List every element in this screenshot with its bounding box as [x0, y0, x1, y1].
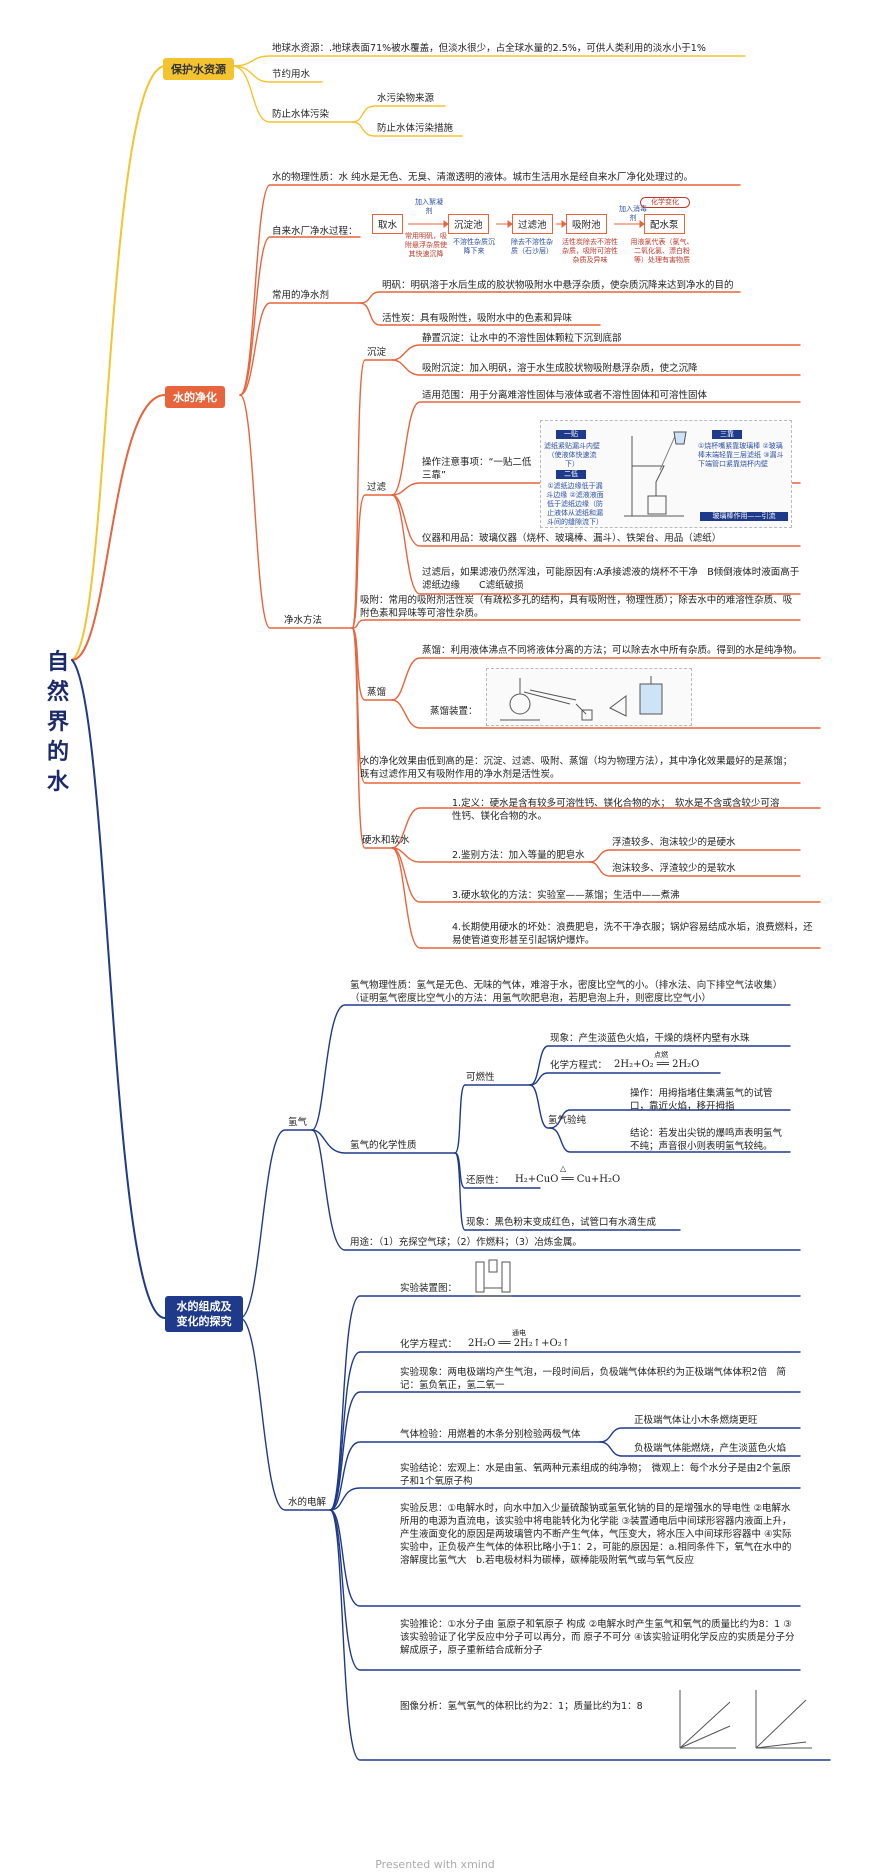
plant-step-pump[interactable]: 配水泵	[644, 214, 685, 234]
hard-soft-identify[interactable]: 2.鉴别方法：加入等量的肥皂水	[452, 850, 585, 861]
purity-test-result[interactable]: 结论：若发出尖锐的爆鸣声表明氢气不纯；声音很小则表明氢气较纯。	[630, 1128, 783, 1152]
combustibility-label[interactable]: 可燃性	[466, 1072, 495, 1083]
graph-analysis[interactable]: 图像分析：氢气氧气的体积比约为2：1；质量比约为1：8	[400, 1701, 643, 1712]
filter-er-di-text: ①滤纸边缘低于漏斗边缘 ②滤液液面低于滤纸边缘（防止液体从滤纸和漏斗间的缝隙流下…	[546, 482, 604, 526]
gas-test-negative[interactable]: 负极端气体能燃烧，产生淡蓝色火焰	[634, 1443, 787, 1454]
hard-water-result[interactable]: 浮渣较多、泡沫较少的是硬水	[612, 837, 736, 848]
plant-note-filter: 除去不溶性杂质（石沙层）	[511, 238, 553, 255]
combustion-equation[interactable]: 2H₂+O₂ ══ 2H₂O	[614, 1059, 700, 1070]
pollution-sources[interactable]: 水污染物来源	[377, 93, 435, 104]
water-physical-properties[interactable]: 水的物理性质：水 纯水是无色、无臭、清澈透明的液体。城市生活用水是经自来水厂净化…	[272, 172, 694, 183]
plant-step-intake[interactable]: 取水	[372, 214, 404, 234]
filter-san-kao-text: ①烧杯嘴紧靠玻璃棒 ②玻璃棒末端轻靠三层滤纸 ③漏斗下端管口紧靠烧杯内壁	[698, 442, 784, 468]
hydrogen-physical[interactable]: 氢气物理性质：氢气是无色、无味的气体，难溶于水，密度比空气的小。（排水法、向下排…	[350, 980, 783, 1004]
electrolysis-phenomenon[interactable]: 实验现象：两电极端均产生气泡，一段时间后，负极端气体体积约为正极端气体体积2倍 …	[400, 1367, 787, 1391]
filter-apparatus-icon	[624, 431, 687, 517]
hard-soft-definition[interactable]: 1.定义：硬水是含有较多可溶性钙、镁化合物的水； 软水是不含或含较少可溶性钙、镁…	[452, 798, 780, 822]
distill-definition[interactable]: 蒸馏：利用液体沸点不同将液体分离的方法；可以除去水中所有杂质。得到的水是纯净物。	[422, 645, 803, 656]
sediment-static[interactable]: 静置沉淀：让水中的不溶性固体颗粒下沉到底部	[422, 333, 622, 344]
volume-time-graph-icon	[679, 1690, 812, 1749]
filter-tools[interactable]: 仪器和用品：玻璃仪器（烧杯、玻璃棒、漏斗）、铁架台、用品（滤纸）	[422, 533, 722, 544]
electrolysis-conclusion[interactable]: 实验结论：宏观上：水是由氢、氧两种元素组成的纯净物； 微观上：每个水分子是由2个…	[400, 1463, 791, 1487]
plant-step-adsorb[interactable]: 吸附池	[566, 214, 607, 234]
protect-item-save[interactable]: 节约用水	[272, 69, 311, 80]
filter-label[interactable]: 过滤	[367, 482, 387, 493]
filter-yi-tie-label: 一贴	[556, 430, 586, 439]
hard-water-soften[interactable]: 3.硬水软化的方法：实验室——蒸馏；生活中——煮沸	[452, 890, 680, 901]
plant-note-chemical-change: 化学变化	[640, 197, 690, 208]
plant-note-carbon: 活性炭除去不溶性杂质，吸附可溶性杂质及异味	[562, 238, 618, 264]
methods-label[interactable]: 净水方法	[284, 615, 323, 626]
filter-glass-rod: 玻璃棒作用——引流	[700, 512, 788, 521]
purity-test-label[interactable]: 氢气验纯	[548, 1115, 587, 1126]
electrolysis-inference[interactable]: 实验推论：①水分子由 氢原子和氧原子 构成 ②电解水时产生氢气和氧气的质量比约为…	[400, 1619, 795, 1656]
electrolysis-apparatus-icon	[474, 1259, 512, 1297]
combustion-condition: 点燃	[654, 1051, 668, 1059]
protect-item-resources[interactable]: 地球水资源：.地球表面71%被水覆盖，但淡水很少，占全球水量的2.5%，可供人类…	[272, 43, 706, 54]
agents-label[interactable]: 常用的净水剂	[272, 290, 330, 301]
hard-water-harm[interactable]: 4.长期使用硬水的坏处：浪费肥皂，洗不干净衣服；锅炉容易结成水垢，浪费燃料，还易…	[452, 922, 813, 946]
topic-water-composition[interactable]: 水的组成及变化的探究	[165, 1296, 243, 1332]
plant-note-settle: 不溶性杂质沉降下来	[453, 238, 495, 255]
electrolysis-label[interactable]: 水的电解	[288, 1497, 327, 1508]
electrolysis-equation[interactable]: 2H₂O ══ 2H₂↑+O₂↑	[468, 1338, 571, 1349]
plant-note-disinfect: 用液氯代表（氯气、二氧化氯、漂白粉等）处理有害物质	[630, 238, 694, 264]
plant-arrows	[408, 220, 645, 228]
plant-note-add-flocculant: 加入絮凝剂	[415, 198, 443, 215]
hydrogen-uses[interactable]: 用途：（1）充探空气球；（2）作燃料；（3）冶炼金属。	[350, 1237, 582, 1248]
plant-process-label[interactable]: 自来水厂净水过程：	[272, 226, 358, 237]
filter-yi-tie-text: 滤纸紧贴漏斗内壁（使液体快速流下）	[544, 442, 600, 468]
filter-er-di-label: 二低	[556, 470, 586, 479]
reduction-condition: △	[560, 1164, 567, 1173]
electrolysis-condition: 通电	[512, 1329, 526, 1337]
sediment-adsorb[interactable]: 吸附沉淀：加入明矾，溶于水生成胶状物吸附悬浮杂质，使之沉降	[422, 363, 698, 374]
combustion-phenomenon[interactable]: 现象：产生淡蓝色火焰，干燥的烧杯内壁有水珠	[550, 1033, 750, 1044]
topic-protect-water[interactable]: 保护水资源	[163, 58, 234, 80]
plant-note-alum: 常用明矾，吸附悬浮杂质使其快速沉降	[405, 232, 447, 258]
electrolysis-equation-label[interactable]: 化学方程式：	[400, 1339, 458, 1350]
reduction-equation[interactable]: H₂+CuO ══ Cu+H₂O	[515, 1174, 621, 1185]
gas-test-positive[interactable]: 正极端气体让小木条燃烧更旺	[634, 1415, 758, 1426]
sediment-label[interactable]: 沉淀	[367, 347, 387, 358]
reducibility-label[interactable]: 还原性：	[466, 1175, 505, 1186]
filter-operation-notes[interactable]: 操作注意事项：“一贴二低三靠”	[422, 457, 532, 481]
electrolysis-reflection[interactable]: 实验反思：①电解水时，向水中加入少量硫酸钠或氢氧化钠的目的是增强水的导电性 ②电…	[400, 1503, 792, 1566]
distill-apparatus-icon	[500, 676, 663, 721]
electrolysis-device-label[interactable]: 实验装置图：	[400, 1283, 458, 1294]
hydrogen-chemical-label[interactable]: 氢气的化学性质	[350, 1140, 417, 1151]
adsorb-method[interactable]: 吸附：常用的吸附剂活性炭（有疏松多孔的结构，具有吸附性，物理性质）；除去水中的难…	[360, 595, 793, 619]
agent-carbon[interactable]: 活性炭：具有吸附性，吸附水中的色素和异味	[382, 313, 573, 324]
reduction-phenomenon[interactable]: 现象：黑色粉末变成红色，试管口有水滴生成	[466, 1217, 657, 1228]
soft-water-result[interactable]: 泡沫较多、浮渣较少的是软水	[612, 863, 736, 874]
purity-test-operation[interactable]: 操作：用拇指堵住集满氢气的试管口，靠近火焰，移开拇指	[630, 1088, 773, 1112]
hydrogen-label[interactable]: 氢气	[288, 1117, 308, 1128]
purification-effect[interactable]: 水的净化效果由低到高的是：沉淀、过滤、吸附、蒸馏（均为物理方法），其中净化效果最…	[360, 756, 793, 780]
filter-san-kao-label: 三靠	[712, 430, 742, 439]
topic-water-purification[interactable]: 水的净化	[165, 386, 225, 408]
filter-failure-causes[interactable]: 过滤后，如果滤液仍然浑浊，可能原因有:A承接滤液的烧杯不干净 B倾倒液体时液面高…	[422, 567, 800, 591]
distill-label[interactable]: 蒸馏	[367, 687, 387, 698]
hard-soft-label[interactable]: 硬水和软水	[362, 835, 410, 846]
footer-branding: Presented with xmind	[375, 1858, 495, 1871]
filter-scope[interactable]: 适用范围：用于分离难溶性固体与液体或者不溶性固体和可溶性固体	[422, 390, 708, 401]
protect-item-pollution[interactable]: 防止水体污染	[272, 109, 330, 120]
root-topic[interactable]: 自然界的水	[46, 650, 69, 795]
plant-note-add-disinfectant: 加入消毒剂	[619, 205, 647, 222]
agent-alum[interactable]: 明矾：明矾溶于水后生成的胶状物吸附水中悬浮杂质，使杂质沉降来达到净水的目的	[382, 280, 734, 291]
combustion-equation-label[interactable]: 化学方程式：	[550, 1060, 608, 1071]
distill-device-label[interactable]: 蒸馏装置：	[430, 706, 478, 717]
gas-test[interactable]: 气体检验：用燃着的木条分别检验两极气体	[400, 1429, 581, 1440]
pollution-measures[interactable]: 防止水体污染措施	[377, 123, 454, 134]
